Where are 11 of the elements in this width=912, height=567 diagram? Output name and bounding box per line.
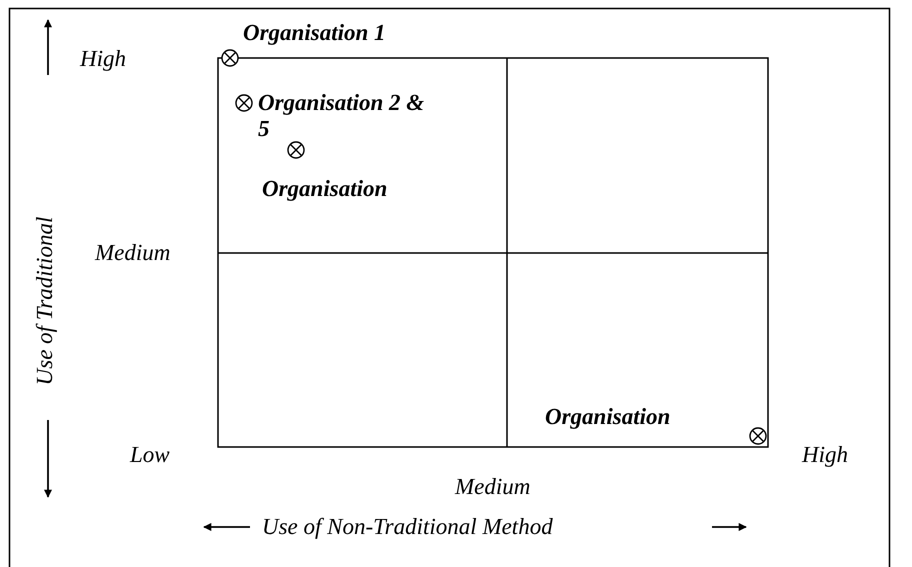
point-label: Organisation 1 <box>243 20 386 46</box>
axis-title: Use of Non-Traditional Method <box>262 514 553 540</box>
point-label: Organisation 2 & 5 <box>258 90 426 142</box>
axis-level-label: High <box>802 442 848 468</box>
axis-level-label: Medium <box>95 240 170 266</box>
axis-level-label: Medium <box>455 474 530 500</box>
axis-level-label: High <box>80 46 126 72</box>
axis-title: Use of Traditional <box>32 216 58 388</box>
point-label: Organisation <box>262 176 388 202</box>
axis-level-label: Low <box>130 442 170 468</box>
point-label: Organisation <box>545 404 670 430</box>
